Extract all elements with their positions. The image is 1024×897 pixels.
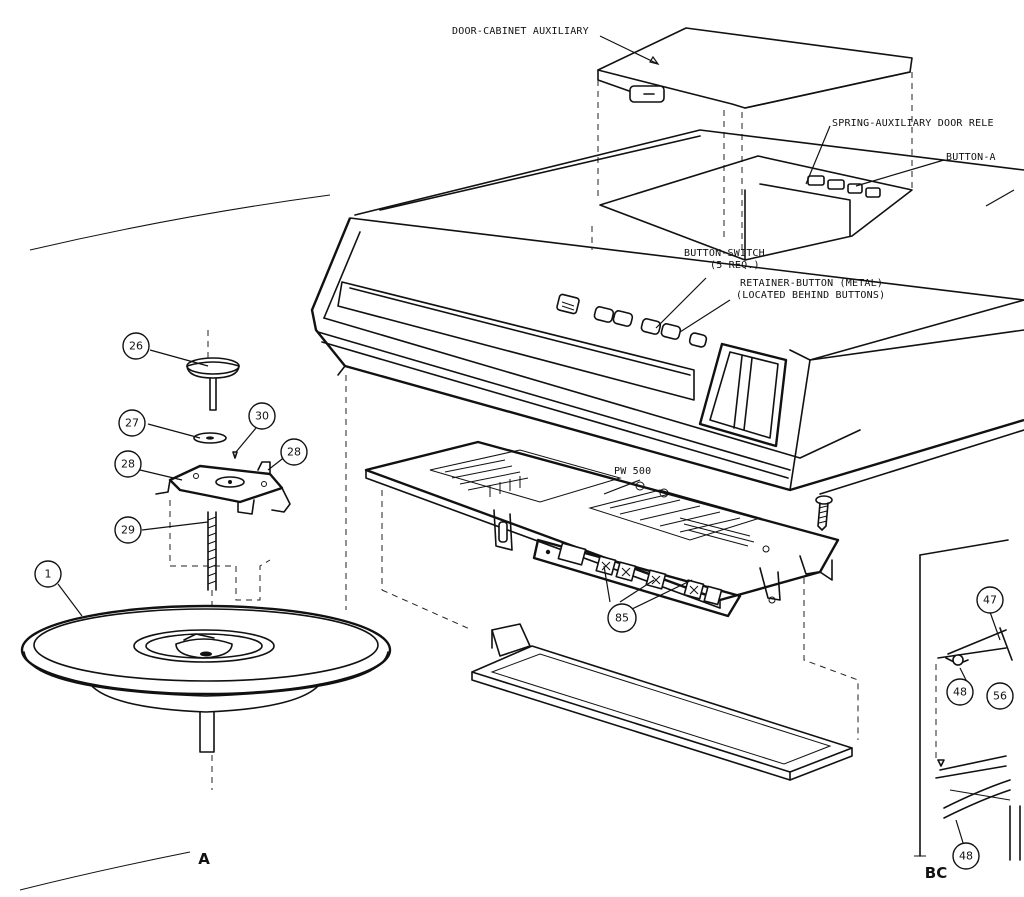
- cabinet-housing: [310, 129, 1024, 495]
- auxiliary-door: [597, 27, 913, 109]
- svg-text:29: 29: [121, 524, 135, 537]
- turntable-assembly: [20, 330, 392, 790]
- view-label-a: A: [198, 850, 210, 868]
- callout-56: 56: [986, 682, 1014, 710]
- label-spring-release: SPRING-AUXILIARY DOOR RELE: [832, 118, 994, 129]
- view-label-bc: BC: [925, 864, 947, 882]
- callout-28-left: 28: [114, 450, 142, 478]
- part-labels: DOOR-CABINET AUXILIARY SPRING-AUXILIARY …: [452, 26, 996, 477]
- callout-bubbles: 26 27 30 28 28 29 1 85 47 48 56 48: [34, 332, 1014, 870]
- label-retainer-note: (LOCATED BEHIND BUTTONS): [736, 290, 885, 301]
- svg-text:28: 28: [121, 458, 135, 471]
- label-button-switch: BUTTON-SWITCH: [684, 248, 765, 259]
- svg-text:27: 27: [125, 417, 139, 430]
- svg-text:26: 26: [129, 340, 143, 353]
- callout-48-upper: 48: [946, 678, 974, 706]
- callout-27: 27: [118, 409, 146, 437]
- callout-47: 47: [976, 586, 1004, 614]
- sheet-edge-line-2: [19, 851, 191, 891]
- pw500-circuit-board: [364, 440, 840, 618]
- callout-28-right: 28: [280, 438, 308, 466]
- label-button-a: BUTTON-A: [946, 152, 996, 163]
- svg-text:85: 85: [615, 612, 629, 625]
- label-door-cabinet: DOOR-CABINET AUXILIARY: [452, 26, 589, 37]
- housing-projection-lines: [345, 226, 859, 740]
- callout-30: 30: [248, 402, 276, 430]
- mounting-screw: [815, 495, 833, 531]
- svg-text:28: 28: [287, 446, 301, 459]
- label-button-switch-qty: (5 REQ.): [710, 260, 760, 271]
- svg-text:48: 48: [959, 850, 973, 863]
- svg-text:47: 47: [983, 594, 997, 607]
- svg-text:30: 30: [255, 410, 269, 423]
- bottom-tray: [471, 623, 853, 781]
- callout-85: 85: [607, 603, 637, 633]
- svg-text:56: 56: [993, 690, 1007, 703]
- callout-26: 26: [122, 332, 150, 360]
- sheet-edge-line: [29, 194, 331, 251]
- svg-text:1: 1: [45, 568, 52, 581]
- callout-1: 1: [34, 560, 62, 588]
- callout-48-lower: 48: [952, 842, 980, 870]
- bc-view-frame: [914, 539, 1021, 861]
- label-retainer: RETAINER-BUTTON (METAL): [740, 278, 883, 289]
- label-pw500: PW 500: [614, 466, 651, 477]
- svg-text:48: 48: [953, 686, 967, 699]
- callout-29: 29: [114, 516, 142, 544]
